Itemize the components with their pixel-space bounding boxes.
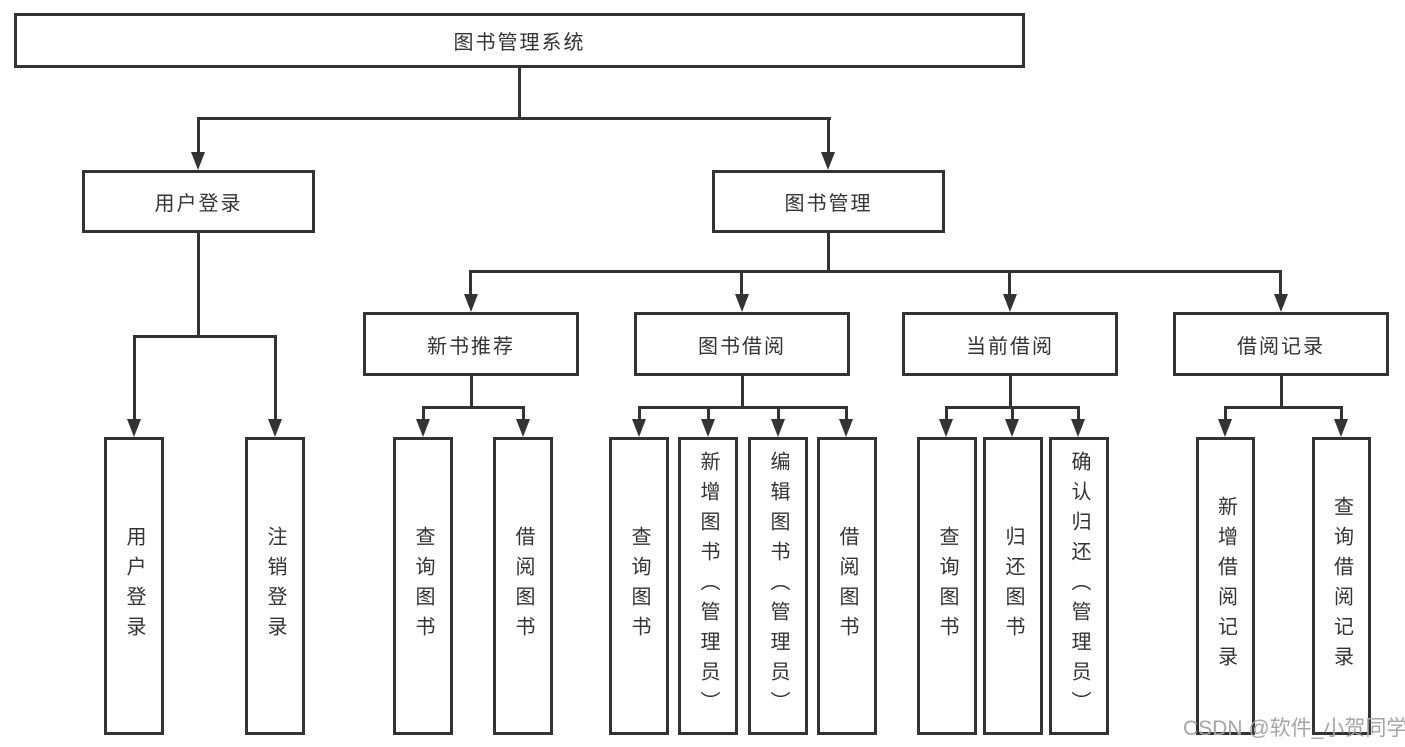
leaf-query-borrow-record-label: 查询借阅记录 xyxy=(1330,496,1353,676)
node-library-system-label: 图书管理系统 xyxy=(453,32,586,54)
connector-line xyxy=(638,406,641,421)
arrow-down-icon xyxy=(701,419,715,437)
connector-line xyxy=(470,376,473,408)
arrow-down-icon xyxy=(516,419,530,437)
connector-line xyxy=(707,406,710,421)
connector-line xyxy=(638,406,848,409)
leaf-query-borrow-record: 查询借阅记录 xyxy=(1312,437,1371,735)
arrow-down-icon xyxy=(1334,419,1348,437)
leaf-return-books: 归还图书 xyxy=(983,437,1043,735)
connector-line xyxy=(827,117,830,154)
connector-line xyxy=(1224,406,1227,421)
node-library-system: 图书管理系统 xyxy=(14,13,1025,68)
leaf-return-books-label: 归还图书 xyxy=(1002,526,1024,646)
arrow-down-icon xyxy=(127,419,141,437)
leaf-add-borrow-record-label: 新增借阅记录 xyxy=(1214,496,1237,676)
arrow-down-icon xyxy=(632,419,646,437)
node-new-book-recommend-label: 新书推荐 xyxy=(427,335,515,358)
leaf-newbooks-borrow-books: 借阅图书 xyxy=(493,437,553,735)
connector-line xyxy=(740,270,743,296)
connector-line xyxy=(1077,406,1080,421)
leaf-edit-books-admin: 编辑图书（管理员） xyxy=(748,437,808,735)
arrow-down-icon xyxy=(1005,419,1019,437)
node-borrowing-records: 借阅记录 xyxy=(1173,312,1389,376)
connector-line xyxy=(845,406,848,421)
connector-line xyxy=(1009,376,1012,408)
arrow-down-icon xyxy=(416,419,430,437)
connector-line xyxy=(945,406,948,421)
leaf-borrowing-borrow-books-label: 借阅图书 xyxy=(836,526,858,646)
leaf-newbooks-query-books-label: 查询图书 xyxy=(412,526,434,646)
leaf-current-query-books: 查询图书 xyxy=(917,437,977,735)
arrow-down-icon xyxy=(1071,419,1085,437)
leaf-newbooks-query-books: 查询图书 xyxy=(393,437,453,735)
leaf-logout: 注销登录 xyxy=(245,437,305,735)
node-current-borrowing: 当前借阅 xyxy=(902,312,1118,376)
leaf-add-borrow-record: 新增借阅记录 xyxy=(1196,437,1255,735)
node-book-management: 图书管理 xyxy=(712,170,945,233)
connector-line xyxy=(1280,376,1283,408)
leaf-edit-books-admin-label: 编辑图书（管理员） xyxy=(767,451,789,721)
connector-line xyxy=(133,335,277,338)
csdn-watermark: CSDN @软件_小贺同学 xyxy=(1183,717,1405,740)
connector-line xyxy=(133,335,136,421)
connector-line xyxy=(1008,270,1011,296)
leaf-borrowing-query-books: 查询图书 xyxy=(609,437,669,735)
connector-line xyxy=(422,406,425,421)
connector-line xyxy=(827,233,830,272)
arrow-down-icon xyxy=(939,419,953,437)
connector-line xyxy=(470,270,1282,273)
arrow-down-icon xyxy=(821,152,835,170)
leaf-user-login-label: 用户登录 xyxy=(123,526,145,646)
connector-line xyxy=(1340,406,1343,421)
node-borrowing-records-label: 借阅记录 xyxy=(1237,335,1325,358)
arrow-down-icon xyxy=(464,294,478,312)
connector-line xyxy=(741,376,744,408)
connector-line xyxy=(422,406,524,409)
arrow-down-icon xyxy=(839,419,853,437)
leaf-confirm-return-admin: 确认归还（管理员） xyxy=(1049,437,1109,735)
leaf-user-login: 用户登录 xyxy=(104,437,164,735)
node-book-borrowing-label: 图书借阅 xyxy=(698,335,786,358)
connector-line xyxy=(1011,406,1014,421)
node-book-management-label: 图书管理 xyxy=(784,193,873,215)
connector-line xyxy=(197,117,831,120)
arrow-down-icon xyxy=(1274,294,1288,312)
arrow-down-icon xyxy=(771,419,785,437)
connector-line xyxy=(1279,270,1282,296)
node-user-login: 用户登录 xyxy=(82,170,315,233)
node-book-borrowing: 图书借阅 xyxy=(634,312,850,376)
node-new-book-recommend: 新书推荐 xyxy=(363,312,579,376)
connector-line xyxy=(777,406,780,421)
connector-line xyxy=(197,233,200,337)
leaf-borrowing-borrow-books: 借阅图书 xyxy=(817,437,877,735)
node-user-login-label: 用户登录 xyxy=(154,193,243,215)
arrow-down-icon xyxy=(1003,294,1017,312)
connector-line xyxy=(469,270,472,296)
leaf-borrowing-query-books-label: 查询图书 xyxy=(628,526,650,646)
leaf-confirm-return-admin-label: 确认归还（管理员） xyxy=(1068,451,1090,721)
arrow-down-icon xyxy=(735,294,749,312)
arrow-down-icon xyxy=(268,419,282,437)
leaf-newbooks-borrow-books-label: 借阅图书 xyxy=(512,526,534,646)
connector-line xyxy=(522,406,525,421)
connector-line xyxy=(197,117,200,154)
connector-line xyxy=(274,335,277,421)
leaf-add-books-admin-label: 新增图书（管理员） xyxy=(697,451,719,721)
leaf-add-books-admin: 新增图书（管理员） xyxy=(678,437,738,735)
connector-line xyxy=(1224,406,1343,409)
arrow-down-icon xyxy=(1218,419,1232,437)
arrow-down-icon xyxy=(191,152,205,170)
node-current-borrowing-label: 当前借阅 xyxy=(966,335,1054,358)
leaf-current-query-books-label: 查询图书 xyxy=(936,526,958,646)
leaf-logout-label: 注销登录 xyxy=(264,526,286,646)
connector-line xyxy=(518,68,521,120)
